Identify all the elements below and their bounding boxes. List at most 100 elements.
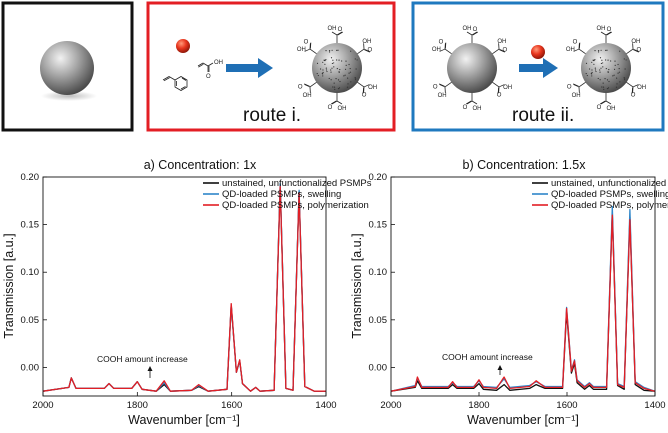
- particle-shadow: [41, 91, 97, 101]
- quantum-dot-speck: [602, 62, 604, 64]
- quantum-dot-speck: [602, 86, 605, 88]
- quantum-dot-speck: [330, 79, 332, 81]
- quantum-dot-speck: [338, 59, 340, 61]
- carboxyl-o-label: O: [573, 40, 578, 46]
- quantum-dot-speck: [599, 57, 602, 59]
- quantum-dot-speck: [346, 86, 349, 88]
- annotation-label: COOH amount increase: [442, 352, 533, 362]
- quantum-dot-speck: [599, 69, 601, 71]
- panel-border: [1, 1, 134, 132]
- quantum-dot-speck: [322, 73, 324, 75]
- carboxyl-o-label: O: [433, 84, 438, 90]
- quantum-dot-speck: [337, 79, 340, 81]
- quantum-dot-speck: [594, 69, 597, 71]
- quantum-dot-speck: [618, 71, 621, 73]
- cooh-annotation: COOH amount increase: [97, 354, 188, 378]
- quantum-dot-speck: [347, 77, 349, 79]
- y-tick-label: 0.10: [21, 267, 40, 278]
- quantum-dot-speck: [347, 83, 349, 85]
- y-tick-label: 0.05: [369, 315, 388, 326]
- quantum-dot-speck: [619, 81, 621, 83]
- quantum-dot-speck: [591, 69, 593, 71]
- carboxyl-o-label: O: [328, 105, 333, 111]
- carboxyl-oh-label: OH: [463, 26, 472, 32]
- y-tick-label: 0.15: [369, 220, 388, 231]
- quantum-dot-speck: [319, 68, 322, 70]
- quantum-dot-speck: [595, 70, 597, 73]
- quantum-dot-speck: [625, 59, 627, 61]
- quantum-dot-speck: [322, 69, 324, 71]
- cooh-annotation: COOH amount increase: [442, 352, 533, 375]
- quantum-dot-speck: [600, 49, 602, 51]
- route-label: route i.: [243, 105, 301, 126]
- panel-border: [146, 1, 396, 132]
- quantum-dot-speck: [592, 59, 594, 61]
- quantum-dot-speck: [325, 58, 327, 61]
- quantum-dot-speck: [607, 87, 610, 89]
- quantum-dot-speck: [594, 67, 596, 69]
- x-tick-label: 1400: [644, 400, 665, 411]
- carboxyl-o-label: O: [473, 27, 478, 33]
- quantum-dot-speck: [605, 49, 607, 51]
- quantum-dot-speck: [333, 86, 336, 88]
- quantum-dot-speck: [333, 82, 335, 84]
- series-line-3: [390, 214, 656, 392]
- carboxyl-oh-label: OH: [607, 106, 616, 112]
- quantum-dot: [176, 39, 190, 53]
- quantum-dot-speck: [593, 63, 595, 65]
- chart-title: b) Concentration: 1.5x: [463, 158, 587, 172]
- quantum-dot-speck: [322, 71, 324, 74]
- carboxyl-group: OOH: [597, 26, 613, 43]
- legend-entry: QD-loaded PSMPs, polymerization: [222, 200, 369, 211]
- y-tick-label: 0.10: [369, 267, 388, 278]
- quantum-dot-speck: [608, 80, 610, 83]
- carboxyl-oh-label: OH: [338, 106, 347, 112]
- quantum-dot-speck: [613, 68, 616, 70]
- carboxyl-o-label: O: [567, 84, 572, 90]
- quantum-dot-speck: [325, 67, 327, 69]
- chart-legend: unstained, unfunctionalized PSMPsQD-load…: [532, 178, 668, 211]
- carboxyl-group: OOH: [357, 82, 377, 98]
- carboxyl-group: OOH: [297, 40, 317, 54]
- quantum-dot-speck: [325, 69, 328, 71]
- x-axis-label: Wavenumber [cm⁻¹]: [128, 413, 240, 427]
- quantum-dot-speck: [606, 88, 609, 90]
- quantum-dot-speck: [336, 59, 338, 61]
- quantum-dot-speck: [328, 51, 331, 53]
- carboxyl-o-label: O: [497, 92, 502, 98]
- arrow-route-ii: [519, 58, 558, 78]
- quantum-dot-speck: [617, 72, 619, 74]
- quantum-dot-speck: [613, 74, 615, 76]
- carboxyl-o-label: O: [631, 92, 636, 98]
- quantum-dot-speck: [332, 59, 334, 61]
- legend-entry: unstained, unfunctionalized PSMPs: [222, 178, 372, 189]
- carboxyl-group: OOH: [492, 39, 507, 54]
- embedded-quantum-dots: [316, 49, 358, 90]
- quantum-dot-speck: [330, 57, 333, 59]
- x-axis-label: Wavenumber [cm⁻¹]: [467, 413, 579, 427]
- quantum-dot-speck: [326, 70, 328, 73]
- plot-frame: [390, 176, 656, 397]
- carboxyl-o-label: O: [607, 27, 612, 33]
- quantum-dot-speck: [607, 71, 609, 73]
- x-tick-label: 1600: [556, 400, 577, 411]
- carboxyl-group: OOH: [492, 82, 512, 98]
- quantum-dot-speck: [338, 71, 340, 73]
- carboxyl-group: OOH: [328, 26, 344, 43]
- quantum-dot-speck: [615, 86, 618, 88]
- carboxyl-oh-label: OH: [328, 26, 337, 32]
- x-tick-label: 2000: [32, 400, 53, 411]
- quantum-dot-speck: [322, 75, 324, 77]
- carboxyl-oh-label: OH: [473, 106, 482, 112]
- quantum-dot-speck: [336, 49, 338, 51]
- carboxyl-group: O OH: [328, 93, 347, 112]
- quantum-dot-speck: [317, 74, 319, 77]
- quantum-dot-speck: [343, 75, 345, 77]
